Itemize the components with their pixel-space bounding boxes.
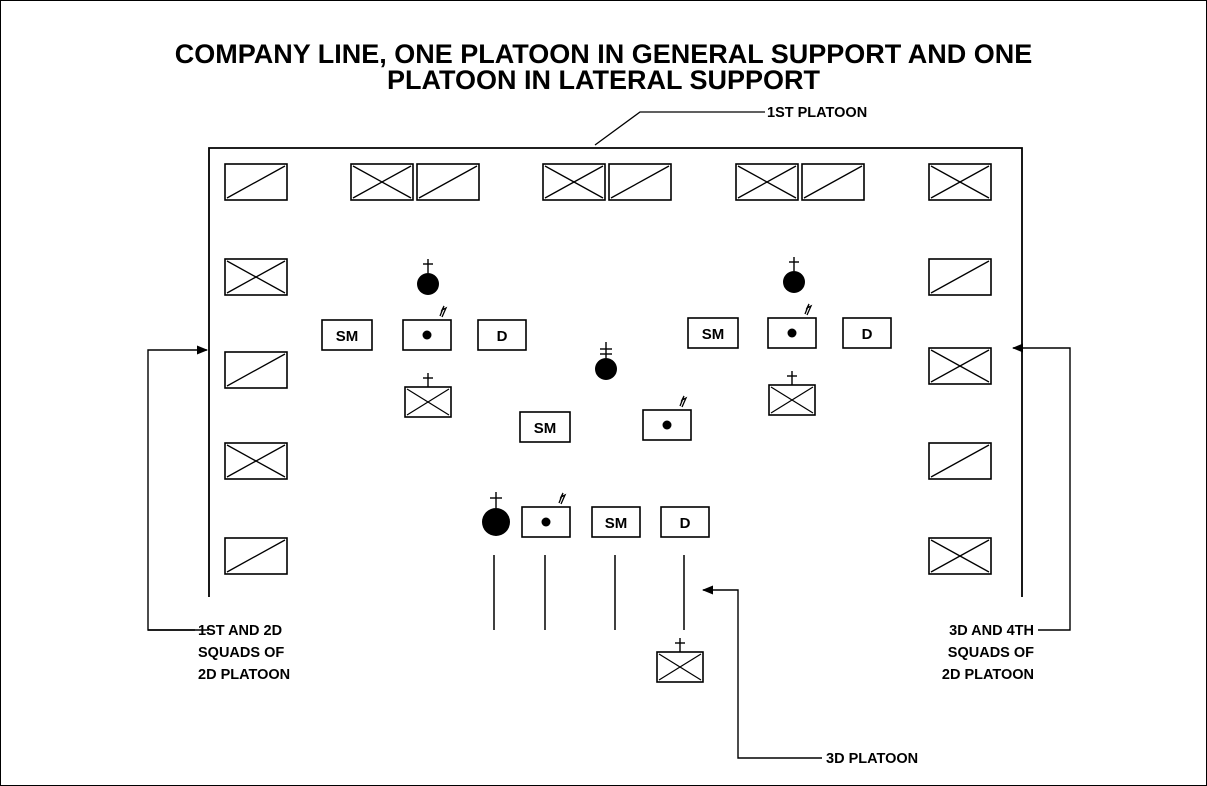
right-squads-label-line-1: 3D AND 4TH bbox=[949, 623, 1034, 639]
leader-position bbox=[768, 370, 816, 416]
left-squads-label-line-2: SQUADS OF bbox=[198, 645, 284, 661]
command-post bbox=[642, 395, 692, 441]
fighting-position-single bbox=[224, 537, 288, 575]
d-box: D bbox=[477, 319, 527, 351]
fighting-position-double bbox=[542, 163, 606, 201]
svg-text:D: D bbox=[497, 328, 508, 345]
fighting-position-double bbox=[224, 258, 288, 296]
d-box: D bbox=[660, 506, 710, 538]
fighting-position-single bbox=[928, 258, 992, 296]
company-leader-marker bbox=[595, 342, 617, 380]
svg-text:D: D bbox=[680, 515, 691, 532]
leader-marker bbox=[783, 257, 805, 293]
leader-marker bbox=[482, 492, 510, 536]
d-box: D bbox=[842, 317, 892, 349]
fighting-position-single bbox=[608, 163, 672, 201]
fighting-position-double bbox=[928, 347, 992, 385]
fighting-position-double bbox=[928, 537, 992, 575]
fighting-position-single bbox=[416, 163, 480, 201]
leader-marker bbox=[417, 259, 439, 295]
left-squads-label-line-1: 1ST AND 2D bbox=[198, 623, 282, 639]
fighting-position-single bbox=[224, 163, 288, 201]
left-squads-label-line-3: 2D PLATOON bbox=[198, 667, 290, 683]
svg-text:D: D bbox=[862, 326, 873, 343]
leader-position bbox=[656, 637, 704, 683]
command-post bbox=[521, 492, 571, 538]
right-squads-arrow bbox=[1011, 343, 1071, 631]
fighting-position-single bbox=[801, 163, 865, 201]
command-post bbox=[767, 303, 817, 349]
first-platoon-label: 1ST PLATOON bbox=[767, 105, 867, 121]
fighting-position-double bbox=[350, 163, 414, 201]
fighting-position-single bbox=[224, 351, 288, 389]
command-post bbox=[402, 305, 452, 351]
third-platoon-label: 3D PLATOON bbox=[826, 751, 918, 767]
svg-text:SM: SM bbox=[534, 420, 557, 437]
title-line-2: PLATOON IN LATERAL SUPPORT bbox=[386, 65, 820, 95]
fighting-position-double bbox=[735, 163, 799, 201]
sm-box: SM bbox=[519, 411, 571, 443]
svg-text:SM: SM bbox=[702, 326, 725, 343]
fighting-position-double bbox=[224, 442, 288, 480]
title-line-1: COMPANY LINE, ONE PLATOON IN GENERAL SUP… bbox=[174, 39, 1033, 69]
right-squads-label-line-3: 2D PLATOON bbox=[942, 667, 1034, 683]
svg-text:SM: SM bbox=[605, 515, 628, 532]
fighting-position-double bbox=[928, 163, 992, 201]
sm-box: SM bbox=[591, 506, 641, 538]
leader-position bbox=[404, 372, 452, 418]
left-squads-arrow bbox=[147, 345, 209, 631]
first-platoon-leader-line bbox=[594, 111, 765, 146]
third-platoon-arrow bbox=[701, 585, 822, 759]
sm-box: SM bbox=[321, 319, 373, 351]
first-platoon-outline bbox=[208, 147, 1023, 597]
sm-box: SM bbox=[687, 317, 739, 349]
fighting-position-single bbox=[928, 442, 992, 480]
svg-text:SM: SM bbox=[336, 328, 359, 345]
right-squads-label-line-2: SQUADS OF bbox=[948, 645, 1034, 661]
